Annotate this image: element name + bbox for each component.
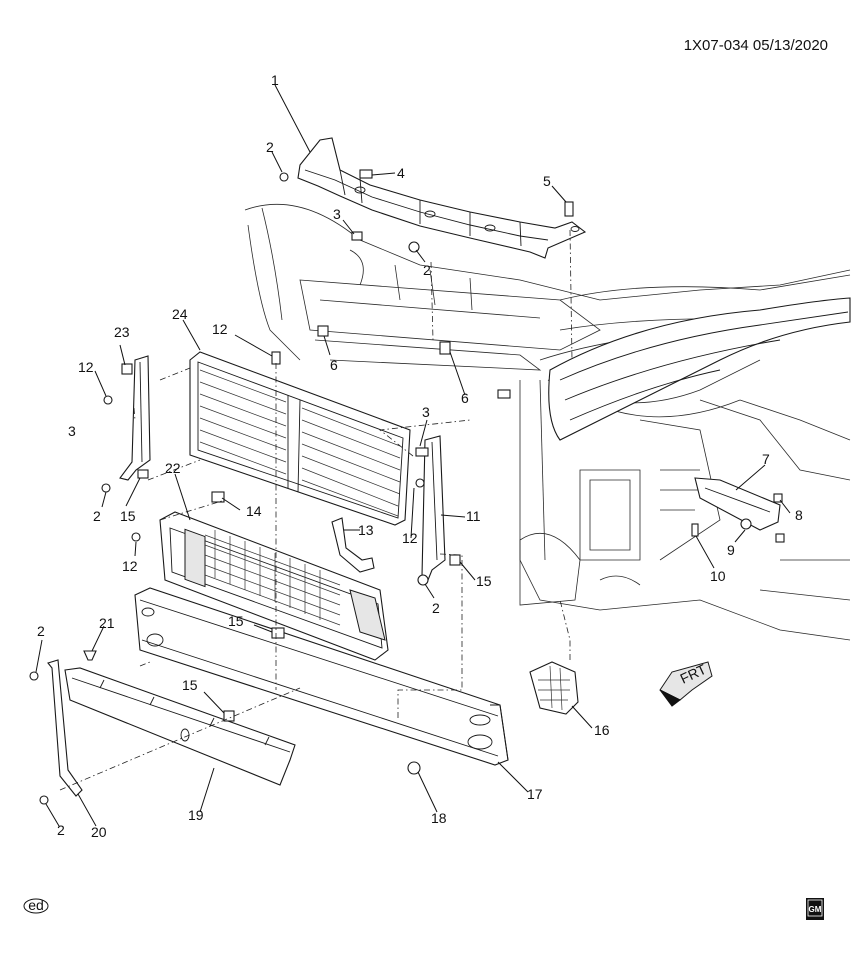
bolt-12a: [271, 351, 281, 365]
callout-18: 18: [431, 810, 447, 826]
ed-text: ed: [28, 897, 44, 913]
part-20-left-bracket: [47, 659, 83, 797]
callout-24: 24: [172, 306, 188, 322]
bolt-2f: [39, 795, 49, 805]
callout-2: 2: [423, 262, 431, 278]
callout-2: 2: [37, 623, 45, 639]
part-13-shutter-actuator: [331, 517, 375, 573]
callout-15: 15: [476, 573, 492, 589]
clip-14: [211, 491, 225, 503]
callout-7: 7: [762, 451, 770, 467]
callout-23: 3: [68, 423, 76, 439]
callout-19: 19: [188, 807, 204, 823]
callout-6: 6: [330, 357, 338, 373]
clip-3b: [415, 447, 429, 457]
clip-3c: [121, 363, 133, 375]
bolt-5: [564, 201, 574, 217]
fasteners: [29, 169, 785, 805]
nut-2b: [408, 241, 420, 253]
callout-13: 13: [358, 522, 374, 538]
callout-5: 5: [543, 173, 551, 189]
callout-11: 11: [466, 508, 481, 524]
clip-15c: [271, 627, 285, 639]
bolt-10: [691, 523, 699, 537]
nut-2d: [417, 574, 429, 586]
bolt-2c: [101, 483, 111, 493]
callout-9: 9: [727, 542, 735, 558]
headlamp-assembly: [548, 297, 851, 441]
callout-15: 15: [182, 677, 198, 693]
pin-21: [83, 650, 97, 661]
callout-16: 16: [594, 722, 610, 738]
callout-3: 23: [114, 324, 130, 340]
callout-10: 10: [710, 568, 726, 584]
part-17-impact-bar: [134, 587, 509, 766]
callout-14: 14: [246, 503, 262, 519]
bolt-12d: [131, 532, 141, 542]
bolt-2a: [279, 172, 289, 182]
callout-12: 12: [78, 359, 94, 375]
callout-2: 2: [266, 139, 274, 155]
nut-8b: [775, 533, 785, 543]
bolt-12c: [415, 478, 425, 488]
part-24-upper-air-shutter: [189, 351, 411, 526]
callout-2: 2: [57, 822, 65, 838]
clip-6b: [439, 341, 451, 355]
callout-3: 3: [422, 404, 430, 420]
clip-15a: [137, 469, 149, 479]
callout-2: 2: [93, 508, 101, 524]
callout-12: 12: [402, 530, 418, 546]
callout-3: 3: [333, 206, 341, 222]
nut-18: [407, 761, 421, 775]
front-direction-arrow: FRT: [659, 661, 713, 707]
part-7-side-bracket: [694, 477, 781, 531]
clip-4: [359, 169, 373, 179]
callout-6: 6: [461, 390, 469, 406]
part-1-upper-tie-bar: [297, 137, 587, 259]
ed-mark: ed: [23, 897, 49, 914]
bolt-2e: [29, 671, 39, 681]
callout-4: 4: [397, 165, 405, 181]
callout-2: 2: [432, 600, 440, 616]
part-16-bumper-bracket: [529, 661, 579, 715]
callout-20: 20: [91, 824, 107, 840]
nut-8a: [773, 493, 783, 503]
gm-logo-text: GM: [809, 905, 822, 914]
part-19-lower-reinforcement: [64, 667, 296, 786]
callout-1: 1: [271, 72, 279, 88]
bolt-12b: [103, 395, 113, 405]
callout-12: 12: [122, 558, 138, 574]
part-22-lower-air-shutter: [159, 511, 389, 661]
gm-logo: GM: [806, 898, 824, 920]
part-11-right-bracket: [421, 435, 446, 581]
clip-15b: [449, 554, 461, 566]
callout-15: 15: [228, 613, 244, 629]
callout-labels: 1 2 4 5 3 2 24 12 6 3 12 6 23 3 7 22 2 1…: [37, 72, 803, 840]
washer-9: [740, 518, 752, 530]
clip-6c: [497, 389, 511, 399]
callout-12: 12: [212, 321, 228, 337]
callout-17: 17: [527, 786, 543, 802]
leader-lines: [35, 84, 791, 827]
callout-15: 15: [120, 508, 136, 524]
clip-6a: [317, 325, 329, 337]
clip-3a: [351, 231, 363, 241]
callout-21: 21: [99, 615, 115, 631]
diagram-code: 1X07-034 05/13/2020: [684, 37, 828, 54]
alignment-lines: [59, 229, 573, 791]
callout-8: 8: [795, 507, 803, 523]
callout-22: 22: [165, 460, 181, 476]
